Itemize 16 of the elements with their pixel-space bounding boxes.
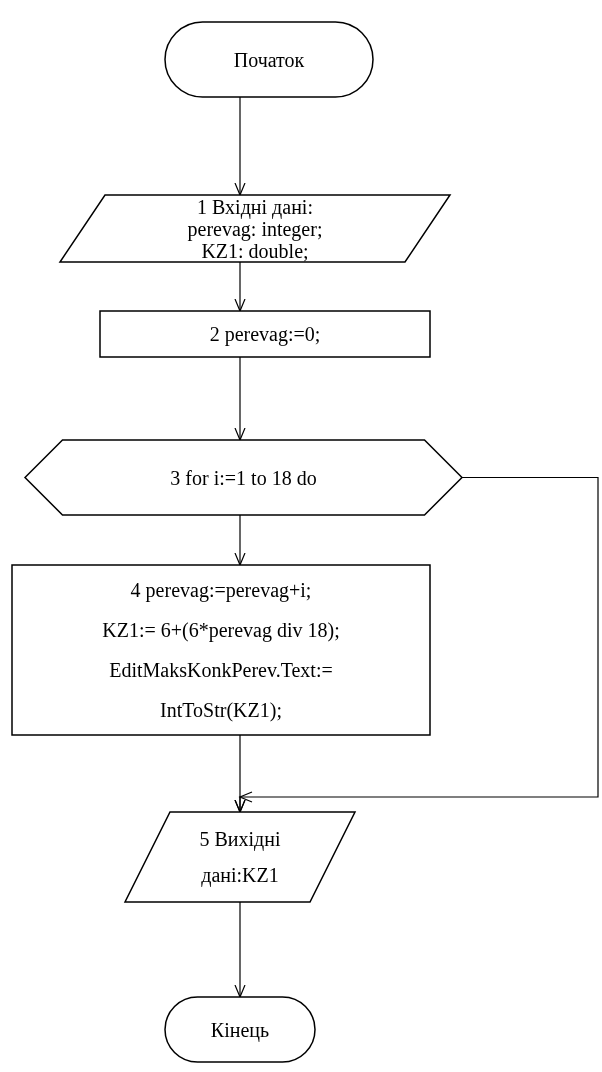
output-parallelogram bbox=[125, 812, 355, 902]
node-text: Кінець bbox=[209, 1017, 271, 1044]
node-text: 1 Вхідні дані: bbox=[196, 195, 314, 218]
terminal-shape bbox=[165, 22, 373, 97]
node-text: 2 perevag:=0; bbox=[208, 322, 322, 348]
node-text: Початок bbox=[232, 47, 306, 73]
node-text: 3 for i:=1 to 18 do bbox=[169, 465, 318, 491]
terminal-shape bbox=[165, 997, 315, 1062]
node-text: EditMaksKonkPerev.Text:= IntToStr(KZ1); bbox=[108, 658, 334, 724]
input-parallelogram bbox=[60, 195, 450, 262]
node-text: 4 perevag:=perevag+i; bbox=[129, 578, 313, 604]
node-text: KZ1:= 6+(6*perevag div 18); bbox=[101, 618, 341, 644]
process-box bbox=[12, 565, 430, 735]
node-text: 5 Вихідні дані:KZ1 bbox=[198, 827, 282, 889]
process-box bbox=[100, 311, 430, 357]
loop-hexagon bbox=[25, 440, 462, 515]
